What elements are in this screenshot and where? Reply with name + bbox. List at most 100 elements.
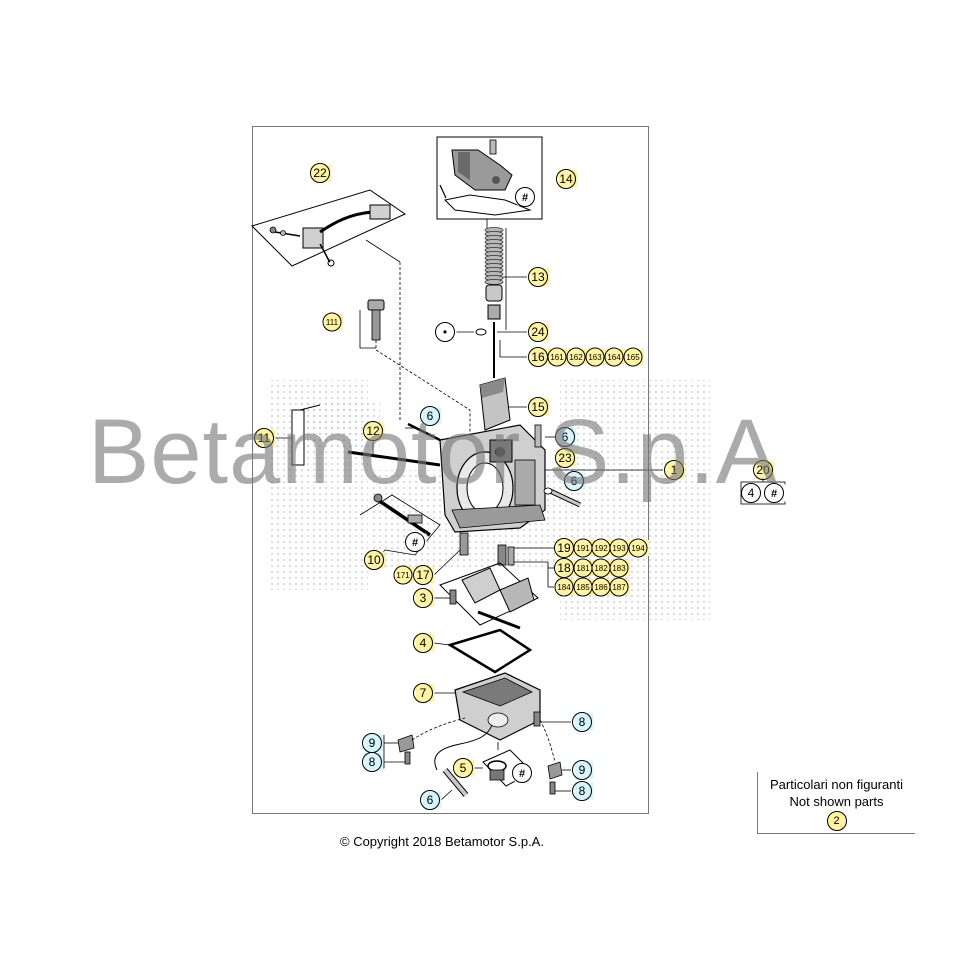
callout-19[interactable]: 19 xyxy=(554,538,576,558)
callout-194[interactable]: 194 xyxy=(628,538,649,558)
callout-highlight xyxy=(666,461,686,479)
starter-part-10 xyxy=(359,493,441,556)
callout-186[interactable]: 186 xyxy=(591,577,612,597)
callout-circle xyxy=(556,169,576,189)
callout-label: 111 xyxy=(326,318,339,327)
callout-label: 187 xyxy=(612,583,626,592)
stop-screw-part-12 xyxy=(347,442,441,467)
callout-hash[interactable]: # xyxy=(764,483,786,503)
callout-164[interactable]: 164 xyxy=(604,347,625,367)
callout-8[interactable]: 8 xyxy=(572,712,594,732)
callout-192[interactable]: 192 xyxy=(591,538,612,558)
callout-8[interactable]: 8 xyxy=(572,781,594,801)
callout-circle xyxy=(420,406,440,426)
callout-181[interactable]: 181 xyxy=(573,558,594,578)
callout-183[interactable]: 183 xyxy=(609,558,630,578)
callout-highlight xyxy=(594,560,612,576)
callout-20[interactable]: 20 xyxy=(753,460,775,480)
callout-label: 162 xyxy=(569,353,583,362)
callout-highlight xyxy=(530,398,550,416)
callout-circle xyxy=(413,588,433,608)
not-shown-ref-callout[interactable]: 2 xyxy=(826,811,847,831)
callout-1[interactable]: 1 xyxy=(664,460,686,480)
callout-15[interactable]: 15 xyxy=(528,397,550,417)
callout-162[interactable]: 162 xyxy=(566,347,587,367)
callout-circle xyxy=(528,397,548,417)
callout-182[interactable]: 182 xyxy=(591,558,612,578)
callout-dot[interactable]: • xyxy=(435,322,457,342)
callout-11[interactable]: 11 xyxy=(254,428,276,448)
callout-193[interactable]: 193 xyxy=(609,538,630,558)
callout-163[interactable]: 163 xyxy=(585,347,606,367)
callout-label: 10 xyxy=(367,553,381,567)
callout-label: 181 xyxy=(576,564,590,573)
callout-label: 182 xyxy=(594,564,608,573)
carburetor-body-part-1 xyxy=(439,424,663,533)
callout-161[interactable]: 161 xyxy=(547,347,568,367)
callout-highlight xyxy=(557,449,577,467)
callout-16[interactable]: 16 xyxy=(528,347,550,367)
callout-191[interactable]: 191 xyxy=(573,538,594,558)
callout-165[interactable]: 165 xyxy=(623,347,644,367)
callout-highlight xyxy=(415,634,435,652)
callout-17[interactable]: 17 xyxy=(413,565,435,585)
callout-highlight xyxy=(566,472,586,490)
callout-6[interactable]: 6 xyxy=(420,406,442,426)
callout-label: 6 xyxy=(571,474,578,488)
callout-185[interactable]: 185 xyxy=(573,577,594,597)
callout-label: 1 xyxy=(671,463,678,477)
callout-24[interactable]: 24 xyxy=(528,322,550,342)
callout-label: 165 xyxy=(626,353,640,362)
callout-5[interactable]: 5 xyxy=(453,758,475,778)
callout-label: 6 xyxy=(427,409,434,423)
callout-label: 19 xyxy=(557,541,571,555)
callout-highlight xyxy=(366,551,386,569)
callout-6[interactable]: 6 xyxy=(555,427,577,447)
callout-label: # xyxy=(412,537,418,549)
callout-9[interactable]: 9 xyxy=(362,733,384,753)
vent-tubes-part-6 xyxy=(405,422,582,508)
callout-3[interactable]: 3 xyxy=(413,588,435,608)
callout-22[interactable]: 22 xyxy=(310,163,332,183)
callout-label: 9 xyxy=(579,763,586,777)
callout-highlight xyxy=(415,589,435,607)
callout-highlight xyxy=(422,407,442,425)
callout-6[interactable]: 6 xyxy=(564,471,586,491)
callout-circle xyxy=(413,565,433,585)
callout-label: 161 xyxy=(550,353,564,362)
callout-9[interactable]: 9 xyxy=(572,760,594,780)
callout-circle xyxy=(566,347,586,367)
callout-hash[interactable]: # xyxy=(512,763,534,783)
copyright-notice: © Copyright 2018 Betamotor S.p.A. xyxy=(340,834,544,849)
callout-circle xyxy=(554,577,574,597)
callout-6[interactable]: 6 xyxy=(420,790,442,810)
callout-highlight xyxy=(364,734,384,752)
callout-184[interactable]: 184 xyxy=(554,577,575,597)
callout-label: 8 xyxy=(579,784,586,798)
callout-10[interactable]: 10 xyxy=(364,550,386,570)
callout-13[interactable]: 13 xyxy=(528,267,550,287)
callout-8[interactable]: 8 xyxy=(362,752,384,772)
sensor-cable-part-22 xyxy=(251,189,407,420)
callout-14[interactable]: 14 xyxy=(556,169,578,189)
callout-7[interactable]: 7 xyxy=(413,683,435,703)
callout-4[interactable]: 4 xyxy=(413,633,435,653)
callout-187[interactable]: 187 xyxy=(609,577,630,597)
callout-23[interactable]: 23 xyxy=(555,448,577,468)
callout-label: 3 xyxy=(420,591,427,605)
callout-18[interactable]: 18 xyxy=(554,558,576,578)
callout-circle xyxy=(515,187,535,207)
callout-label: 192 xyxy=(594,544,608,553)
callout-12[interactable]: 12 xyxy=(363,421,385,441)
jets-parts-17-18-19 xyxy=(433,532,554,588)
callout-highlight xyxy=(594,579,612,595)
callout-hash[interactable]: # xyxy=(405,532,427,552)
callout-label: 8 xyxy=(579,715,586,729)
callout-111[interactable]: 111 xyxy=(322,312,343,332)
callout-label: 6 xyxy=(427,793,434,807)
callout-highlight xyxy=(626,349,644,365)
callout-4[interactable]: 4 xyxy=(741,483,763,503)
callout-hash[interactable]: # xyxy=(515,187,537,207)
callout-circle xyxy=(435,322,455,342)
callout-171[interactable]: 171 xyxy=(393,565,414,585)
